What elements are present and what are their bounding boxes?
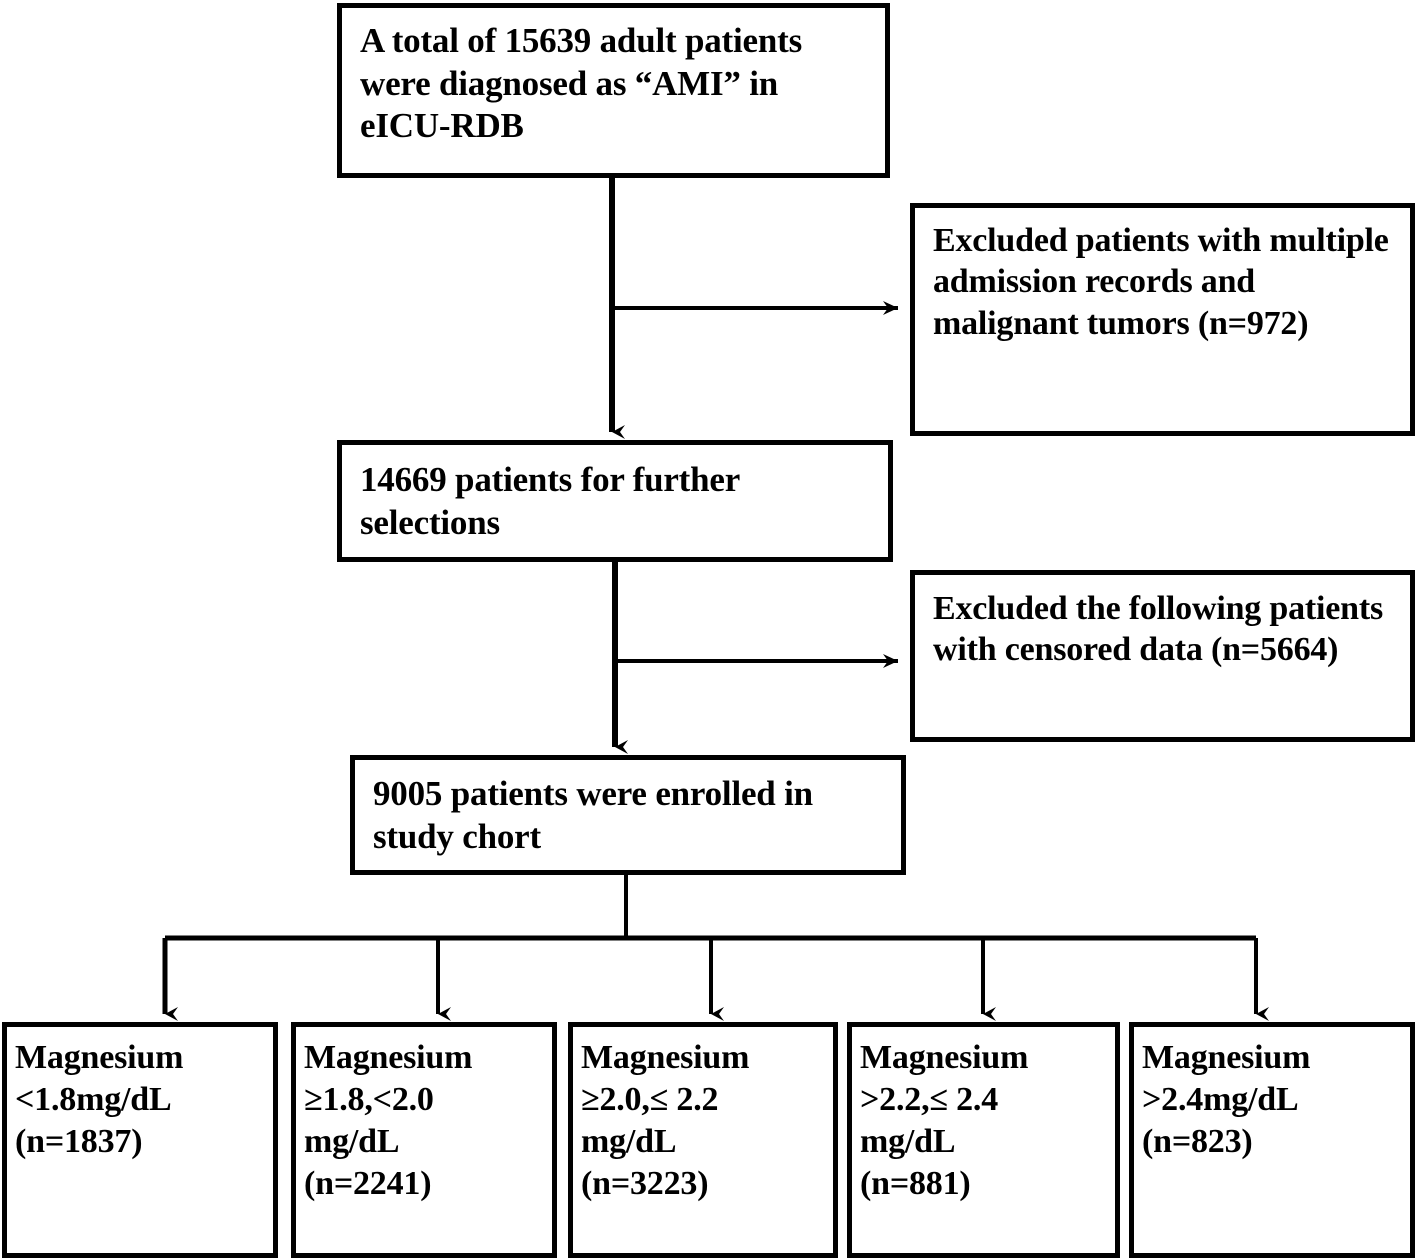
node-magnesium-group-5: Magnesium >2.4mg/dL (n=823) [1129,1022,1415,1258]
node-exclusion-censored-data-label: Excluded the following patients with cen… [933,590,1384,669]
node-magnesium-group-5-label: Magnesium >2.4mg/dL (n=823) [1142,1039,1311,1161]
node-exclusion-multiple-admissions: Excluded patients with multiple admissio… [910,203,1415,436]
connector-fan-to-groups [162,875,1269,1021]
node-magnesium-group-1: Magnesium <1.8mg/dL (n=1837) [2,1022,278,1258]
node-magnesium-group-2-label: Magnesium ≥1.8,<2.0 mg/dL (n=2241) [304,1039,473,1203]
node-magnesium-group-1-label: Magnesium <1.8mg/dL (n=1837) [15,1039,184,1161]
node-magnesium-group-3-label: Magnesium ≥2.0,≤ 2.2 mg/dL (n=3223) [581,1039,750,1203]
node-further-selections-label: 14669 patients for further selections [360,460,740,542]
node-exclusion-censored-data: Excluded the following patients with cen… [910,570,1415,742]
node-magnesium-group-3: Magnesium ≥2.0,≤ 2.2 mg/dL (n=3223) [568,1022,838,1258]
node-enrolled-cohort-label: 9005 patients were enrolled in study cho… [373,774,813,856]
node-magnesium-group-4-label: Magnesium >2.2,≤ 2.4 mg/dL (n=881) [860,1039,1029,1203]
node-further-selections: 14669 patients for further selections [337,440,893,562]
node-magnesium-group-2: Magnesium ≥1.8,<2.0 mg/dL (n=2241) [291,1022,557,1258]
node-magnesium-group-4: Magnesium >2.2,≤ 2.4 mg/dL (n=881) [847,1022,1120,1258]
node-exclusion-multiple-admissions-label: Excluded patients with multiple admissio… [933,222,1389,342]
node-enrolled-cohort: 9005 patients were enrolled in study cho… [350,755,906,875]
node-total-patients: A total of 15639 adult patients were dia… [337,3,890,178]
node-total-patients-label: A total of 15639 adult patients were dia… [360,21,803,146]
